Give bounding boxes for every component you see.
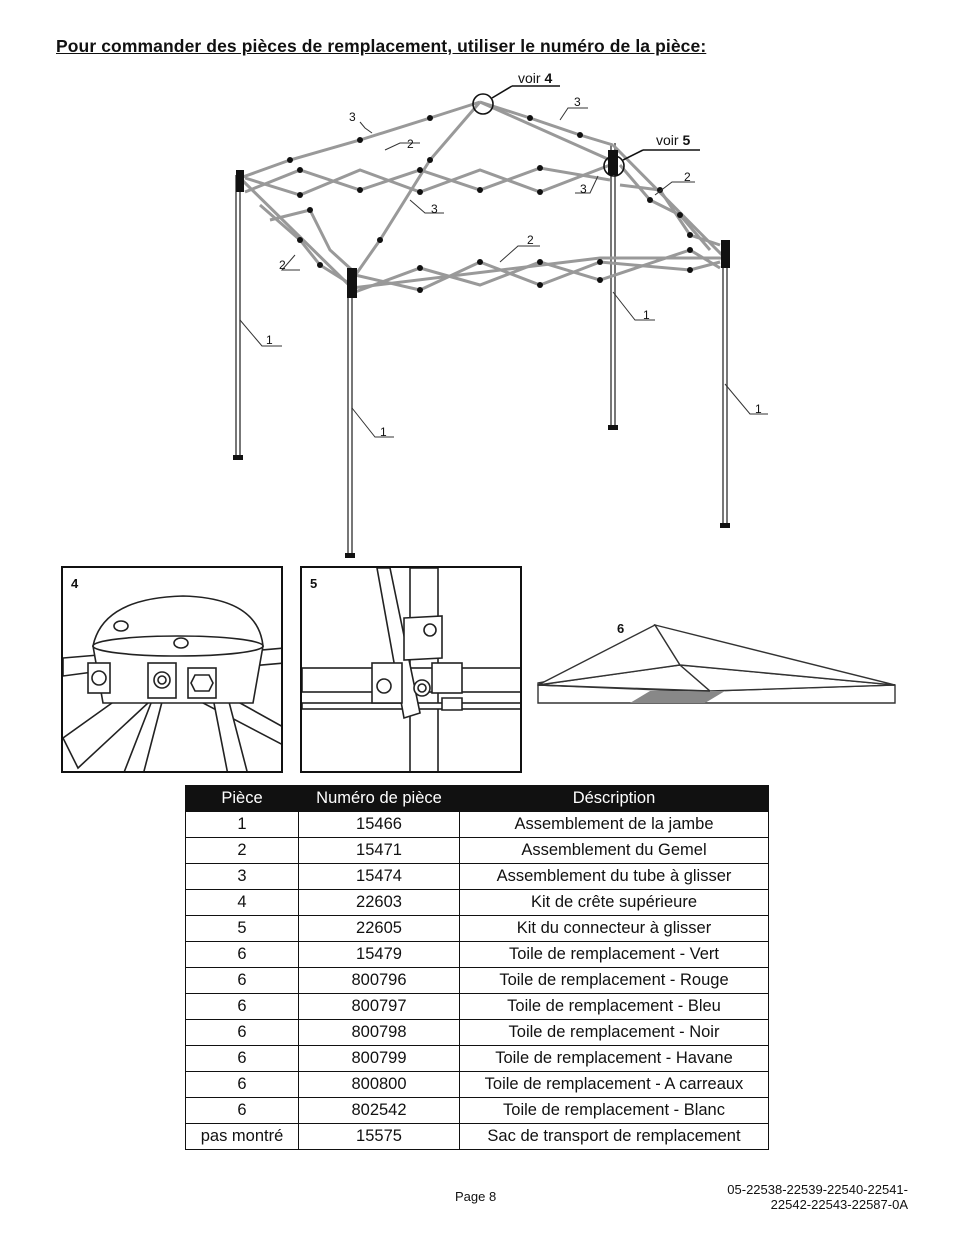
- cell-description: Assemblement du tube à glisser: [459, 863, 769, 890]
- canopy-top-illustration: [537, 623, 896, 704]
- cell-description: Toile de remplacement - Noir: [459, 1019, 769, 1046]
- cell-part-number: 800799: [298, 1045, 460, 1072]
- detail-label-6: 6: [617, 621, 625, 636]
- part-label-2: 2: [407, 137, 414, 151]
- cell-description: Toile de remplacement - Rouge: [459, 967, 769, 994]
- document-code: 05-22538-22539-22540-22541- 22542-22543-…: [727, 1182, 908, 1212]
- cell-part-number: 802542: [298, 1097, 460, 1124]
- cell-part-number: 800796: [298, 967, 460, 994]
- detail-box-label: 4: [71, 576, 79, 591]
- cell-piece: 6: [185, 1071, 299, 1098]
- table-row: 4 22603 Kit de crête supérieure: [185, 889, 769, 916]
- table-row: 6 800797 Toile de remplacement - Bleu: [185, 993, 769, 1020]
- table-row: 6 800796 Toile de remplacement - Rouge: [185, 967, 769, 994]
- part-label-2: 2: [279, 258, 286, 272]
- cell-part-number: 800798: [298, 1019, 460, 1046]
- cell-part-number: 15474: [298, 863, 460, 890]
- cell-piece: 1: [185, 811, 299, 838]
- table-row: 5 22605 Kit du connecteur à glisser: [185, 915, 769, 942]
- table-row: 6 802542 Toile de remplacement - Blanc: [185, 1097, 769, 1124]
- table-row: 6 15479 Toile de remplacement - Vert: [185, 941, 769, 968]
- table-row: 2 15471 Assemblement du Gemel: [185, 837, 769, 864]
- page-title: Pour commander des pièces de remplacemen…: [56, 36, 707, 56]
- cell-piece: pas montré: [185, 1123, 299, 1150]
- cell-description: Assemblement du Gemel: [459, 837, 769, 864]
- table-row: pas montré 15575 Sac de transport de rem…: [185, 1123, 769, 1150]
- cell-piece: 6: [185, 1097, 299, 1124]
- part-label-3: 3: [349, 110, 356, 124]
- callout-voir-5: voir 5: [656, 132, 691, 148]
- table-row: 6 800799 Toile de remplacement - Havane: [185, 1045, 769, 1072]
- part-label-1: 1: [643, 308, 650, 322]
- cell-description: Toile de remplacement - Bleu: [459, 993, 769, 1020]
- parts-table: Pièce Numéro de pièce Déscription 1 1546…: [185, 785, 769, 1150]
- detail-box-label: 5: [310, 576, 318, 591]
- cell-piece: 6: [185, 993, 299, 1020]
- cell-part-number: 22605: [298, 915, 460, 942]
- cell-description: Toile de remplacement - A carreaux: [459, 1071, 769, 1098]
- cell-part-number: 800800: [298, 1071, 460, 1098]
- column-header-piece: Pièce: [185, 785, 299, 812]
- cell-piece: 4: [185, 889, 299, 916]
- cell-piece: 6: [185, 1045, 299, 1072]
- cell-description: Kit du connecteur à glisser: [459, 915, 769, 942]
- part-label-1: 1: [755, 402, 762, 416]
- part-label-3: 3: [580, 182, 587, 196]
- part-label-2: 2: [684, 170, 691, 184]
- cell-part-number: 800797: [298, 993, 460, 1020]
- table-row: 1 15466 Assemblement de la jambe: [185, 811, 769, 838]
- part-label-3: 3: [574, 95, 581, 109]
- cell-description: Assemblement de la jambe: [459, 811, 769, 838]
- cell-description: Toile de remplacement - Havane: [459, 1045, 769, 1072]
- cell-part-number: 15466: [298, 811, 460, 838]
- detail-box-4: 4: [61, 566, 283, 773]
- cell-piece: 3: [185, 863, 299, 890]
- cell-part-number: 15575: [298, 1123, 460, 1150]
- detail-box-5: 5: [300, 566, 522, 773]
- cell-description: Toile de remplacement - Blanc: [459, 1097, 769, 1124]
- table-row: 6 800798 Toile de remplacement - Noir: [185, 1019, 769, 1046]
- slide-connector-kit-illustration: [302, 568, 520, 771]
- callout-voir-4: voir 4: [518, 70, 553, 86]
- table-header-row: Pièce Numéro de pièce Déscription: [185, 785, 769, 812]
- cell-part-number: 15479: [298, 941, 460, 968]
- cell-part-number: 22603: [298, 889, 460, 916]
- cell-piece: 2: [185, 837, 299, 864]
- cell-part-number: 15471: [298, 837, 460, 864]
- table-row: 6 800800 Toile de remplacement - A carre…: [185, 1071, 769, 1098]
- cell-description: Toile de remplacement - Vert: [459, 941, 769, 968]
- document-code-line: 05-22538-22539-22540-22541-: [727, 1182, 908, 1197]
- cell-description: Kit de crête supérieure: [459, 889, 769, 916]
- part-label-1: 1: [380, 425, 387, 439]
- table-row: 3 15474 Assemblement du tube à glisser: [185, 863, 769, 890]
- part-label-3: 3: [431, 202, 438, 216]
- part-label-1: 1: [266, 333, 273, 347]
- canopy-frame-diagram: [233, 85, 768, 558]
- page-number: Page 8: [455, 1189, 497, 1204]
- cell-piece: 5: [185, 915, 299, 942]
- column-header-part-number: Numéro de pièce: [298, 785, 460, 812]
- column-header-description: Déscription: [459, 785, 769, 812]
- part-label-2: 2: [527, 233, 534, 247]
- cell-description: Sac de transport de remplacement: [459, 1123, 769, 1150]
- cell-piece: 6: [185, 941, 299, 968]
- top-peak-kit-illustration: [63, 595, 281, 771]
- cell-piece: 6: [185, 1019, 299, 1046]
- document-code-line: 22542-22543-22587-0A: [770, 1197, 908, 1212]
- cell-piece: 6: [185, 967, 299, 994]
